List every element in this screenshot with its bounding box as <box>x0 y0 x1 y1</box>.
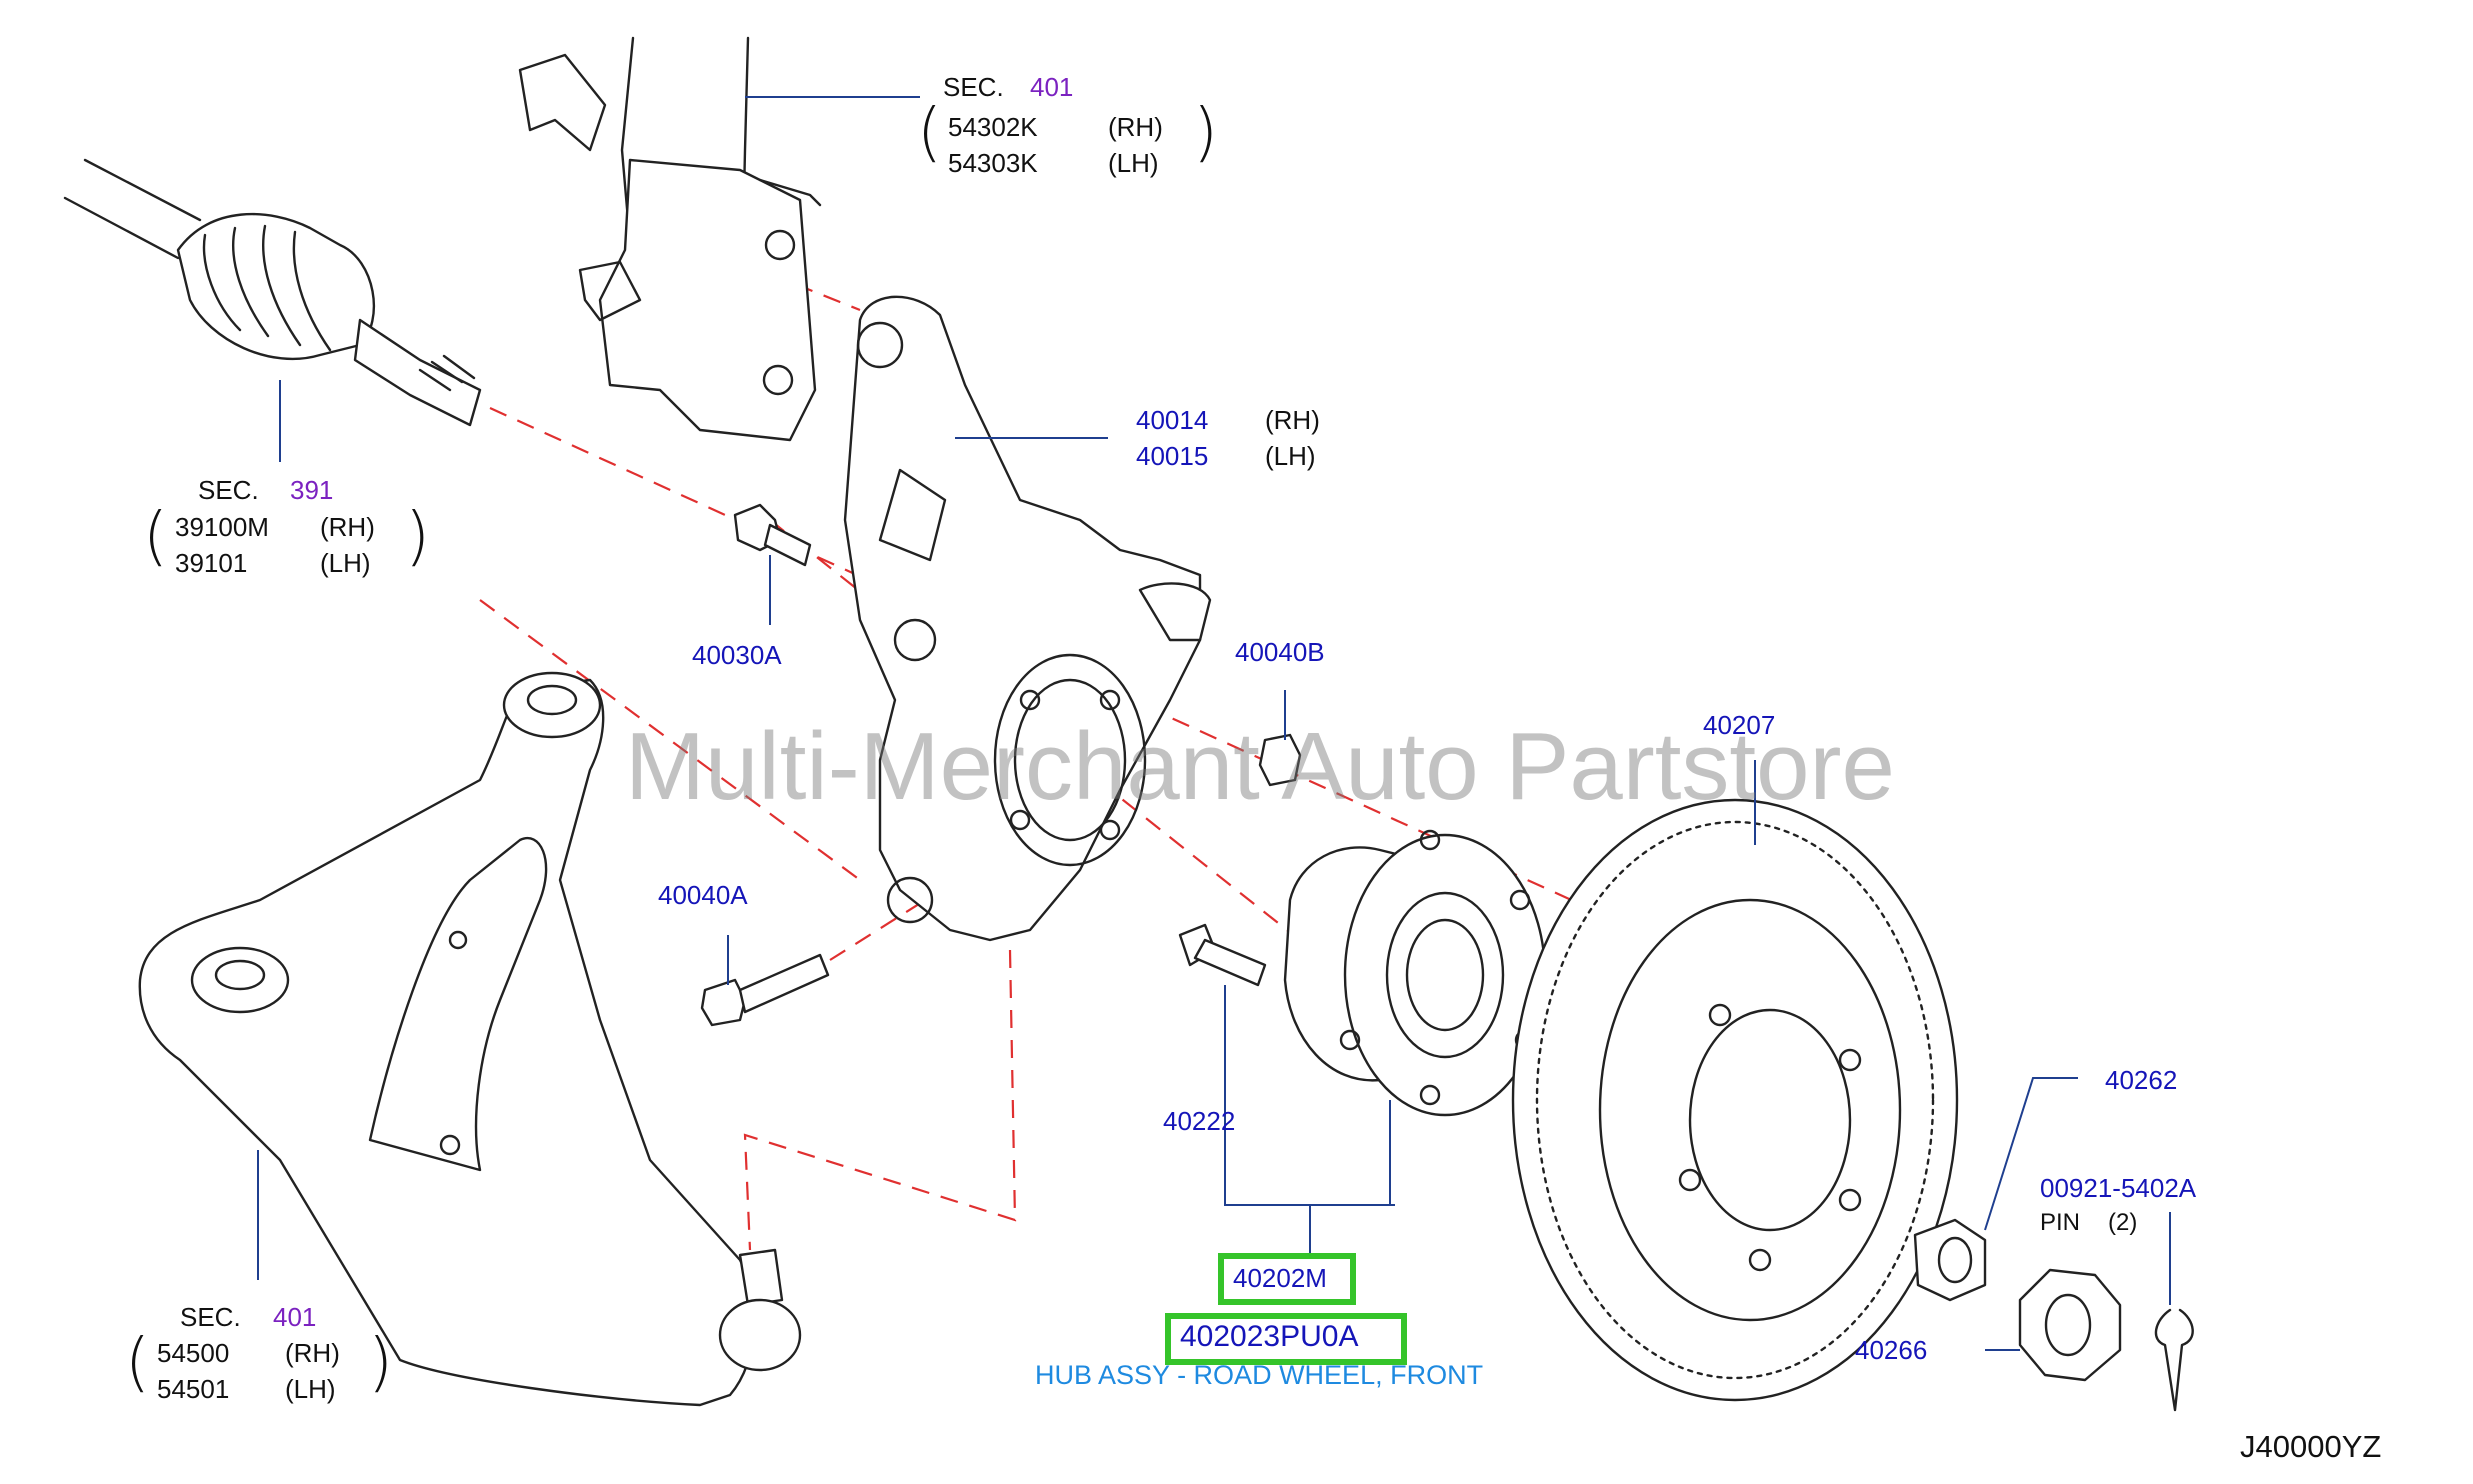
paren-right: ) <box>405 500 430 574</box>
part-number-40207[interactable]: 40207 <box>1703 710 1776 740</box>
sec-number-link[interactable]: 401 <box>273 1302 317 1332</box>
bolt-40030a-drawing <box>733 503 812 567</box>
lower-control-arm-drawing <box>138 671 802 1407</box>
part-number[interactable]: 54303K <box>948 148 1038 178</box>
watermark: Multi-Merchant Auto Partstore <box>625 713 1895 820</box>
sec-number-link[interactable]: 401 <box>1030 72 1074 102</box>
strut-drawing <box>518 36 822 442</box>
sec-label: SEC. <box>180 1302 241 1332</box>
part-number[interactable]: 40014 <box>1136 405 1209 435</box>
hub-assembly-drawing <box>1283 829 1547 1117</box>
part-number[interactable]: 40015 <box>1136 441 1209 471</box>
brake-rotor-drawing <box>1511 798 1959 1402</box>
pin-qty: (2) <box>2108 1209 2138 1236</box>
part-number-40040a[interactable]: 40040A <box>658 880 748 910</box>
cotter-pin-drawing <box>2154 1308 2194 1412</box>
hub-nut-drawing <box>1913 1218 1987 1302</box>
leader-lines <box>257 96 2171 1351</box>
nut-cap-drawing <box>2018 1268 2122 1382</box>
sec-number-link[interactable]: 391 <box>290 475 334 505</box>
side-label: (LH) <box>1108 148 1159 178</box>
paren-left: ( <box>917 96 942 170</box>
paren-right: ) <box>368 1326 393 1400</box>
part-number[interactable]: 39101 <box>175 548 248 578</box>
side-label: (LH) <box>1265 441 1316 471</box>
highlight-box-full <box>1165 1313 1407 1365</box>
side-label: (LH) <box>285 1374 336 1404</box>
hub-bolt-40222-drawing <box>1178 923 1267 987</box>
paren-right: ) <box>1193 96 1218 170</box>
part-number-40030a[interactable]: 40030A <box>692 640 782 670</box>
diagram-code: J40000YZ <box>2240 1429 2382 1464</box>
pin-name: PIN <box>2040 1209 2081 1236</box>
part-number[interactable]: 54302K <box>948 112 1038 142</box>
part-number-40202m[interactable]: 40202M <box>1233 1263 1327 1293</box>
part-number-40040b[interactable]: 40040B <box>1235 637 1325 667</box>
paren-left: ( <box>143 500 168 574</box>
side-label: (RH) <box>320 512 375 542</box>
paren-left: ( <box>125 1326 150 1400</box>
side-label: (RH) <box>1108 112 1163 142</box>
highlight-box-short <box>1218 1253 1356 1305</box>
side-label: (RH) <box>1265 405 1320 435</box>
part-number[interactable]: 39100M <box>175 512 269 542</box>
sec-label: SEC. <box>198 475 259 505</box>
part-number-40262[interactable]: 40262 <box>2105 1065 2178 1095</box>
part-number-40266[interactable]: 40266 <box>1855 1335 1928 1365</box>
hub-assy-description: HUB ASSY - ROAD WHEEL, FRONT <box>1035 1360 1484 1390</box>
part-number-00921-5402a[interactable]: 00921-5402A <box>2040 1173 2197 1203</box>
bolt-40040a-drawing <box>700 953 830 1027</box>
side-label: (RH) <box>285 1338 340 1368</box>
side-label: (LH) <box>320 548 371 578</box>
part-number[interactable]: 54500 <box>157 1338 230 1368</box>
part-number-402023pu0a[interactable]: 402023PU0A <box>1180 1320 1359 1353</box>
part-number-40222[interactable]: 40222 <box>1163 1106 1236 1136</box>
drive-shaft-drawing <box>63 158 482 427</box>
part-number[interactable]: 54501 <box>157 1374 230 1404</box>
steering-knuckle-drawing <box>843 295 1212 942</box>
sec-label: SEC. <box>943 72 1004 102</box>
nut-40040b-drawing <box>1258 733 1302 787</box>
